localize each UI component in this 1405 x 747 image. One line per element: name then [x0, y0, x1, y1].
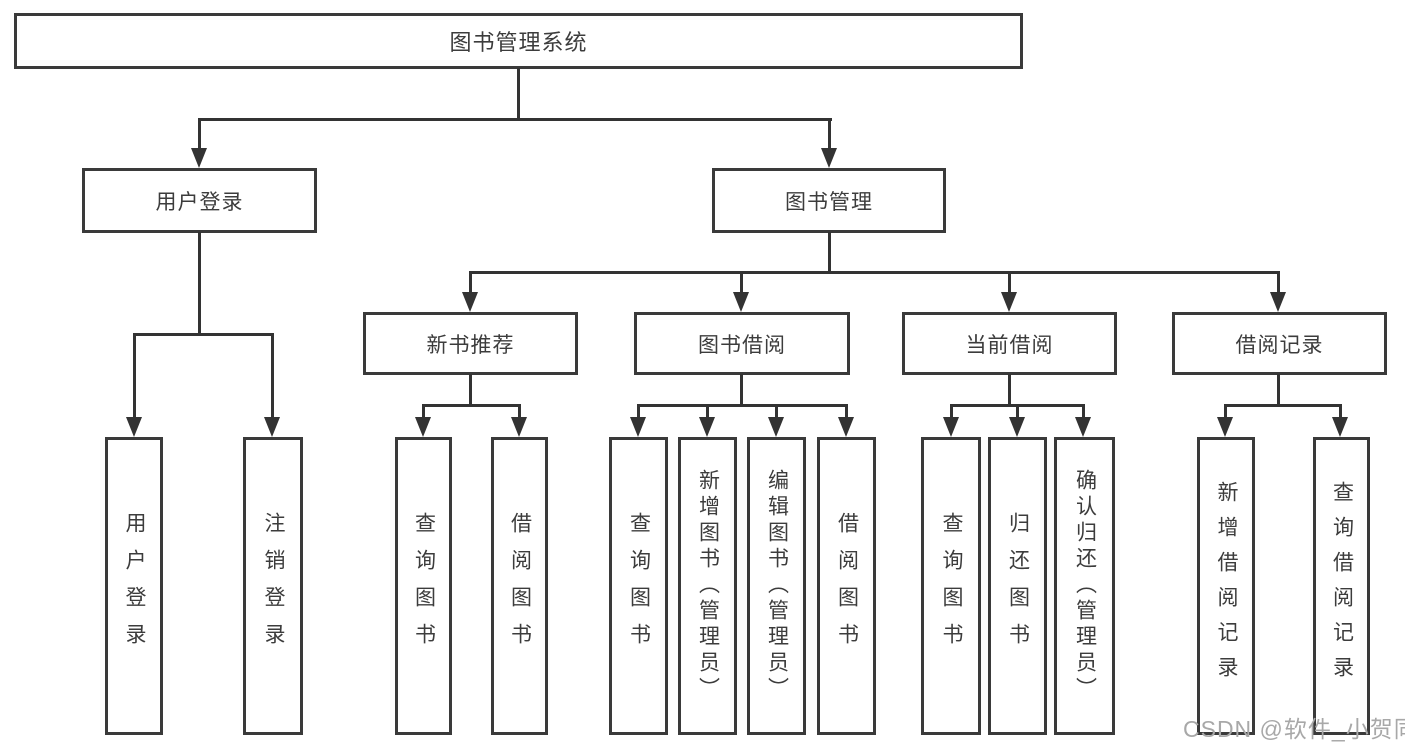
tree-edge	[1277, 271, 1280, 294]
leaf-query-books-current: 查询图书	[921, 437, 981, 735]
arrow-down-icon	[1075, 417, 1091, 437]
arrow-down-icon	[126, 417, 142, 437]
leaf-confirm-return-admin: 确认归还（管理员）	[1054, 437, 1115, 735]
node-label: 借阅记录	[1235, 333, 1324, 357]
arrow-down-icon	[733, 292, 749, 312]
arrow-down-icon	[1009, 417, 1025, 437]
leaf-label: 查询图书	[940, 512, 963, 660]
tree-edge	[1224, 404, 1341, 407]
node-current-borrowing: 当前借阅	[902, 312, 1117, 375]
tree-edge	[1008, 374, 1011, 407]
node-label: 图书管理系统	[449, 30, 588, 55]
node-label: 图书借阅	[698, 333, 786, 357]
node-borrowing-records: 借阅记录	[1172, 312, 1387, 375]
leaf-add-books-admin: 新增图书（管理员）	[678, 437, 737, 735]
arrow-down-icon	[699, 417, 715, 437]
arrow-down-icon	[191, 148, 207, 168]
node-label: 图书管理	[785, 190, 873, 214]
arrow-down-icon	[1332, 417, 1348, 437]
tree-edge	[1016, 404, 1019, 419]
leaf-label: 归还图书	[1006, 512, 1030, 660]
tree-edge	[637, 404, 640, 419]
leaf-edit-books-admin: 编辑图书（管理员）	[747, 437, 806, 735]
leaf-return-books: 归还图书	[988, 437, 1047, 735]
tree-edge	[469, 374, 472, 407]
node-label: 当前借阅	[965, 333, 1054, 357]
tree-edge	[637, 404, 846, 407]
tree-edge	[1082, 404, 1085, 419]
leaf-label: 注销登录	[262, 512, 285, 660]
tree-edge	[1277, 374, 1280, 407]
arrow-down-icon	[511, 417, 527, 437]
leaf-query-borrow-record: 查询借阅记录	[1313, 437, 1370, 735]
tree-edge	[518, 404, 521, 419]
tree-edge	[422, 404, 521, 407]
node-label: 用户登录	[155, 190, 244, 214]
tree-edge	[1339, 404, 1342, 419]
tree-edge	[198, 118, 201, 150]
arrow-down-icon	[462, 292, 478, 312]
watermark: CSDN @软件_小贺同学	[1183, 716, 1405, 742]
tree-edge	[706, 404, 709, 419]
leaf-borrow-books-recommend: 借阅图书	[491, 437, 548, 735]
tree-edge	[1008, 271, 1011, 294]
leaf-label: 新增借阅记录	[1215, 481, 1238, 691]
arrow-down-icon	[1001, 292, 1017, 312]
leaf-label: 编辑图书（管理员）	[765, 469, 789, 703]
arrow-down-icon	[630, 417, 646, 437]
arrow-down-icon	[1270, 292, 1286, 312]
arrow-down-icon	[264, 417, 280, 437]
arrow-down-icon	[943, 417, 959, 437]
leaf-query-books-recommend: 查询图书	[395, 437, 452, 735]
node-library-system: 图书管理系统	[14, 13, 1023, 69]
leaf-borrow-books-borrowing: 借阅图书	[817, 437, 876, 735]
node-user-login: 用户登录	[82, 168, 317, 233]
node-new-book-recommend: 新书推荐	[363, 312, 578, 375]
tree-edge	[828, 118, 831, 150]
arrow-down-icon	[768, 417, 784, 437]
leaf-label: 确认归还（管理员）	[1073, 469, 1097, 703]
leaf-label: 新增图书（管理员）	[696, 469, 720, 703]
arrow-down-icon	[415, 417, 431, 437]
leaf-label: 查询图书	[412, 512, 436, 660]
tree-edge	[133, 333, 136, 418]
tree-edge	[950, 404, 953, 419]
tree-edge	[828, 232, 831, 274]
arrow-down-icon	[821, 148, 837, 168]
tree-edge	[469, 271, 472, 294]
tree-edge	[517, 68, 520, 118]
leaf-label: 借阅图书	[835, 512, 859, 660]
tree-edge	[198, 232, 201, 336]
node-book-management: 图书管理	[712, 168, 946, 233]
tree-edge	[740, 271, 743, 294]
tree-edge	[1224, 404, 1227, 419]
arrow-down-icon	[1217, 417, 1233, 437]
tree-edge	[198, 118, 832, 121]
leaf-add-borrow-record: 新增借阅记录	[1197, 437, 1255, 735]
node-book-borrowing: 图书借阅	[634, 312, 850, 375]
tree-edge	[845, 404, 848, 419]
tree-edge	[469, 271, 1280, 274]
tree-edge	[271, 333, 274, 418]
tree-edge	[133, 333, 274, 336]
leaf-query-books-borrowing: 查询图书	[609, 437, 668, 735]
arrow-down-icon	[838, 417, 854, 437]
leaf-label: 查询借阅记录	[1330, 481, 1354, 691]
leaf-label: 借阅图书	[508, 512, 532, 660]
tree-edge	[775, 404, 778, 419]
tree-edge	[740, 374, 743, 407]
tree-edge	[422, 404, 425, 419]
leaf-logout: 注销登录	[243, 437, 303, 735]
leaf-label: 查询图书	[627, 512, 651, 660]
leaf-label: 用户登录	[123, 512, 146, 660]
node-label: 新书推荐	[426, 333, 515, 357]
leaf-user-login: 用户登录	[105, 437, 163, 735]
